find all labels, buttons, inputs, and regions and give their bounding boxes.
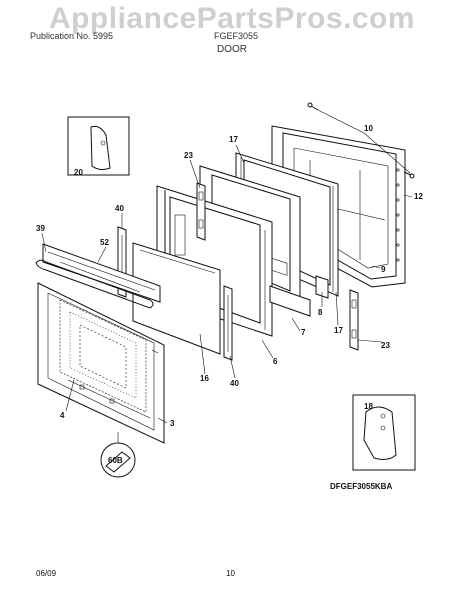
catalog-code: DFGEF3055KBA bbox=[330, 482, 393, 491]
callout-40-top: 40 bbox=[115, 204, 124, 213]
callout-23-bottom: 23 bbox=[381, 341, 390, 350]
callout-60b: 60B bbox=[108, 456, 123, 465]
outer-door-part bbox=[37, 282, 165, 444]
trim-piece-part bbox=[269, 275, 329, 317]
hinge-part bbox=[196, 182, 359, 351]
inset-circle-60b bbox=[100, 432, 136, 478]
callout-3: 3 bbox=[170, 419, 175, 428]
callout-10: 10 bbox=[364, 124, 373, 133]
footer-date: 06/09 bbox=[36, 569, 57, 578]
watermark-text: AppliancePartsPros.com bbox=[48, 2, 416, 35]
footer-page-number: 10 bbox=[226, 569, 235, 578]
door-glass-part bbox=[132, 242, 221, 355]
callout-16: 16 bbox=[200, 374, 209, 383]
screw-part bbox=[307, 102, 415, 179]
callout-18: 18 bbox=[364, 402, 373, 411]
section-title: DOOR bbox=[217, 44, 247, 55]
leader-lines bbox=[41, 109, 413, 424]
handle-part bbox=[35, 243, 161, 309]
callout-23-top: 23 bbox=[184, 151, 193, 160]
inset-box-18 bbox=[352, 394, 416, 471]
callout-9: 9 bbox=[381, 265, 386, 274]
callout-39: 39 bbox=[36, 224, 45, 233]
header-model: FGEF3055 bbox=[214, 31, 259, 41]
callout-17-bottom: 17 bbox=[334, 326, 343, 335]
callout-4: 4 bbox=[60, 411, 65, 420]
callout-7: 7 bbox=[301, 328, 306, 337]
header-publication: Publication No. 5995 bbox=[30, 31, 114, 41]
callout-12: 12 bbox=[414, 192, 423, 201]
inset-box-20 bbox=[67, 116, 130, 176]
callout-6: 6 bbox=[273, 357, 278, 366]
callout-40-bottom: 40 bbox=[230, 379, 239, 388]
callout-20: 20 bbox=[74, 168, 83, 177]
callout-8: 8 bbox=[318, 308, 323, 317]
callout-52: 52 bbox=[100, 238, 109, 247]
callout-17-top: 17 bbox=[229, 135, 238, 144]
